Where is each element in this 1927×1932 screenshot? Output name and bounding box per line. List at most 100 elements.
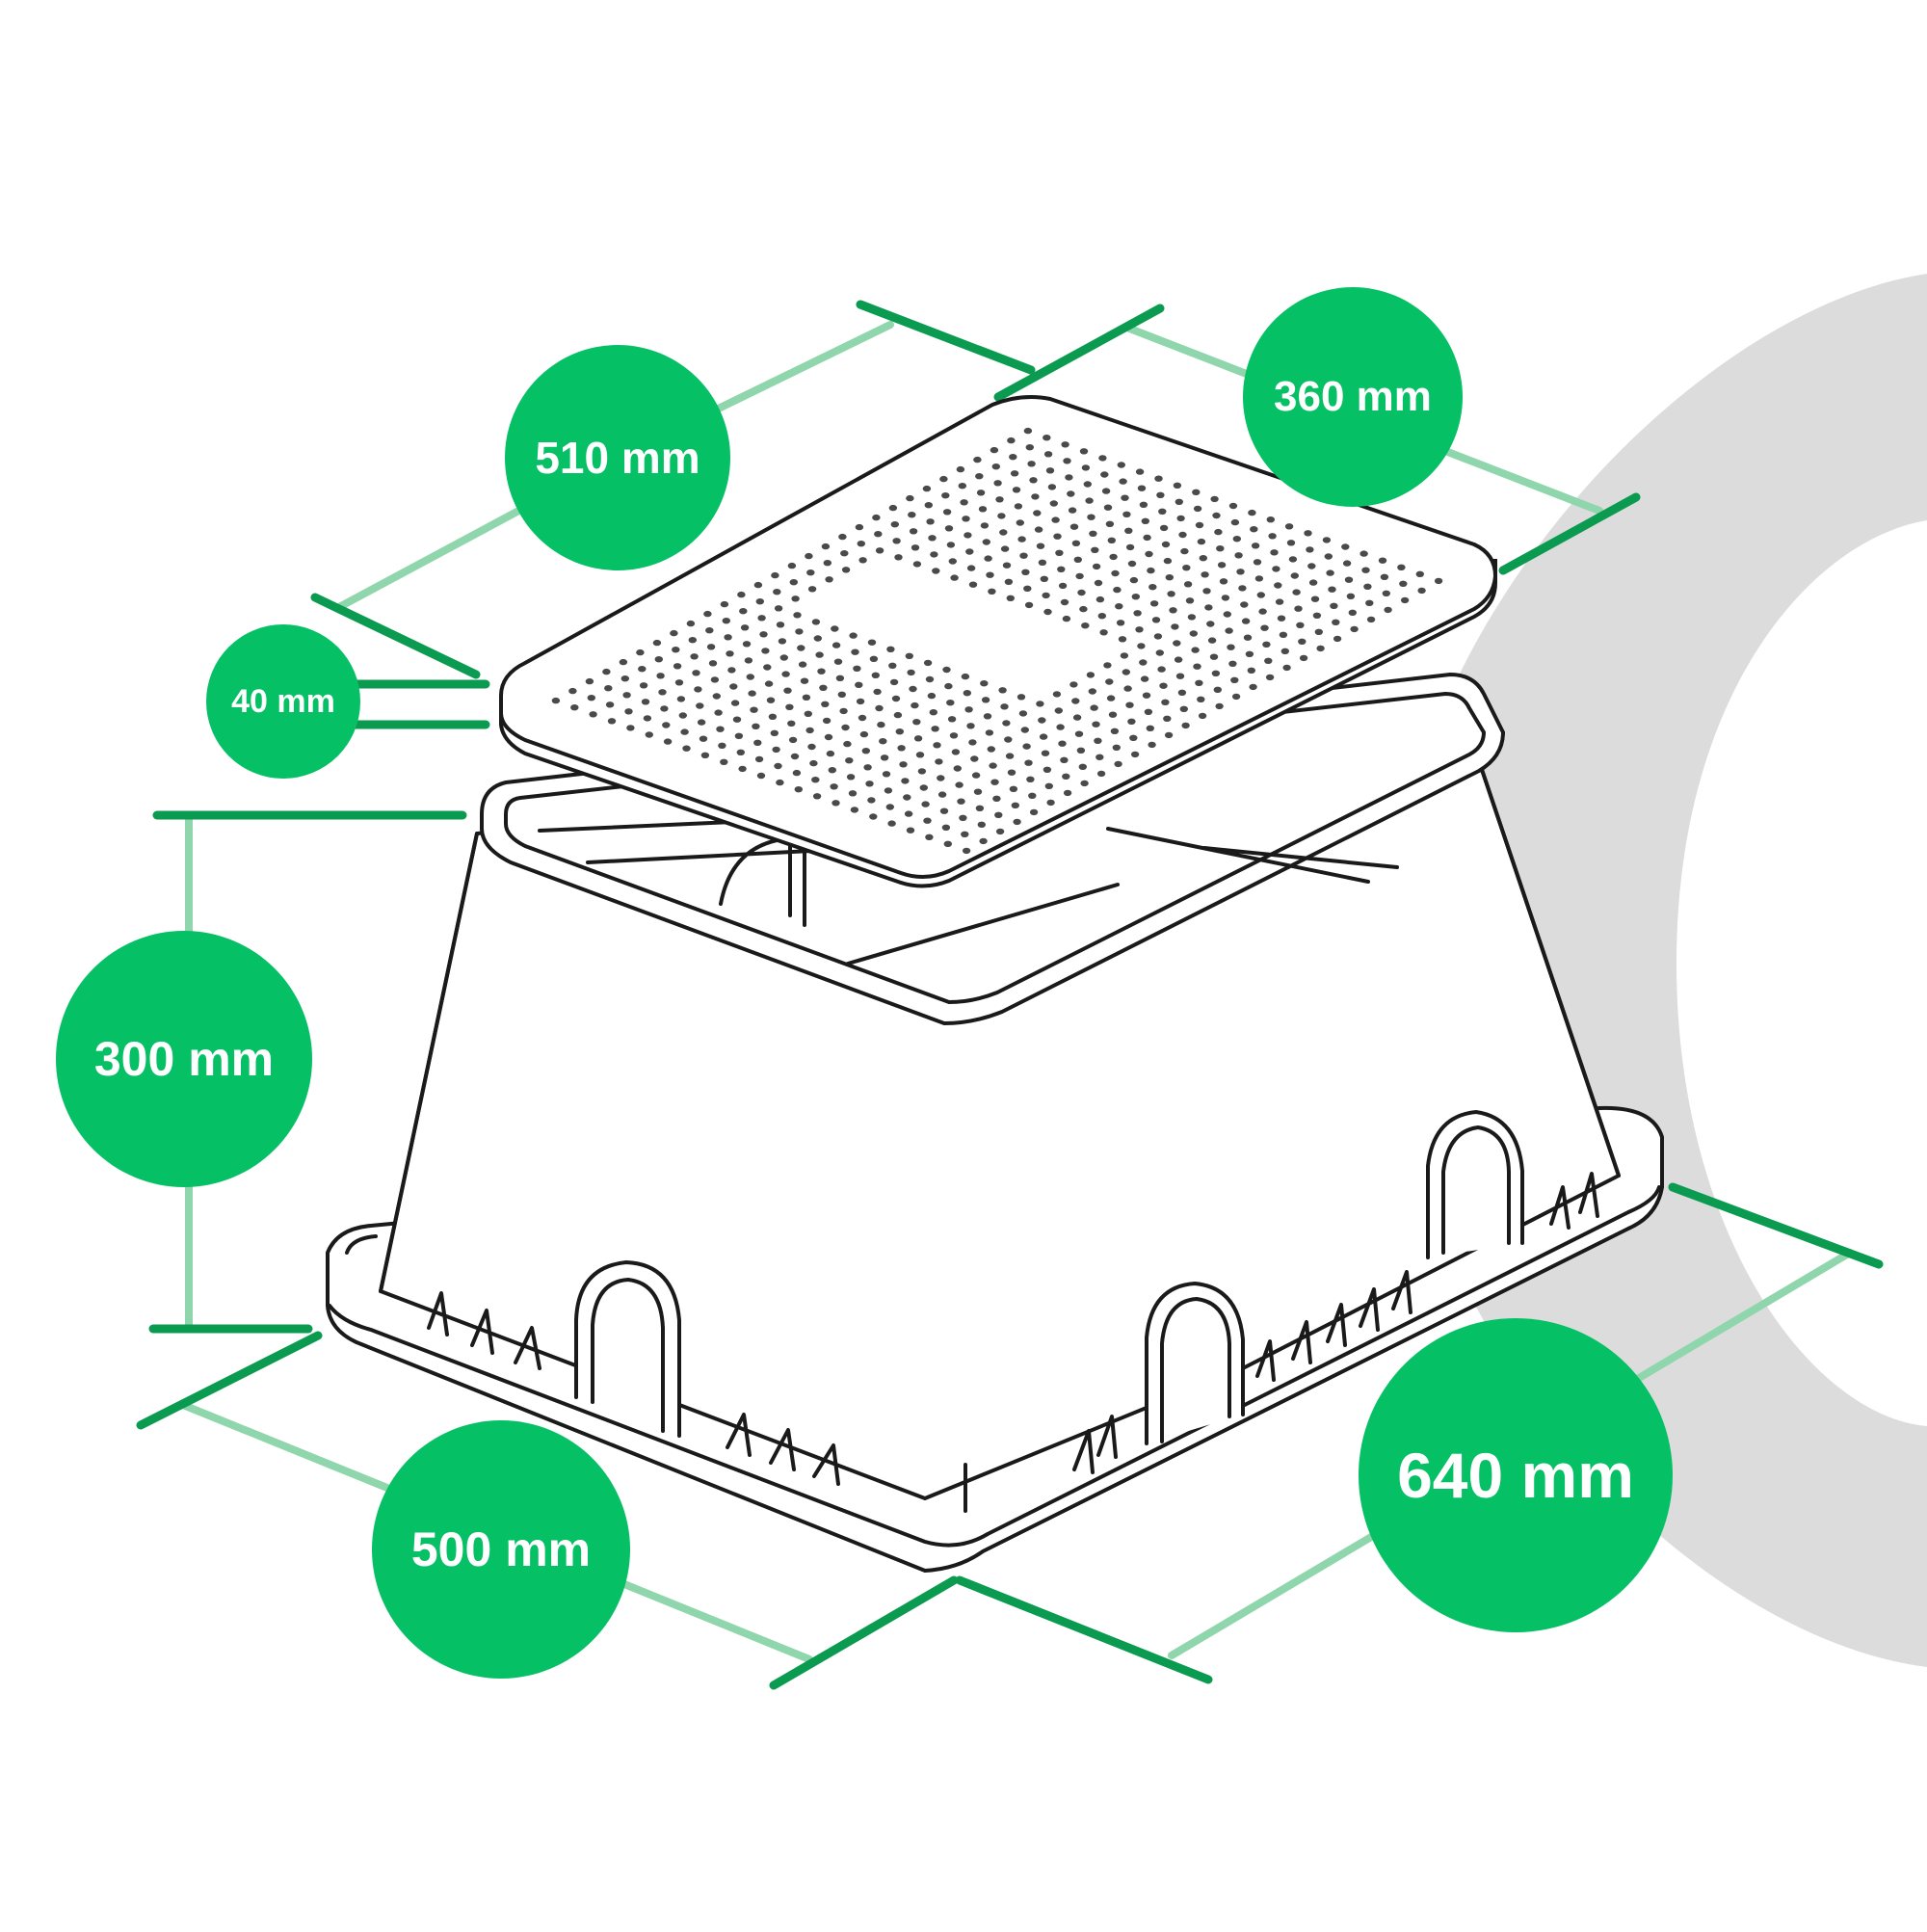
perforation-dot (832, 800, 840, 807)
perforation-dot (863, 764, 872, 771)
perforation-dot (1125, 543, 1135, 551)
perforation-dot (1042, 592, 1050, 599)
perforation-dot (977, 821, 986, 828)
perforation-dot (1195, 679, 1203, 686)
perforation-dot (710, 676, 720, 683)
perforation-dot (686, 620, 696, 627)
perforation-dot (727, 667, 736, 674)
perforation-dot (1378, 557, 1387, 564)
perforation-dot (1060, 756, 1069, 763)
perforation-dot (770, 729, 779, 736)
perforation-dot (660, 705, 669, 712)
perforation-dot (1330, 602, 1338, 609)
perforation-dot (776, 622, 785, 628)
perforation-dot (1110, 728, 1120, 734)
perforation-dot (1026, 776, 1035, 782)
perforation-dot (1031, 493, 1040, 500)
perforation-dot (855, 523, 864, 531)
perforation-dot (1075, 572, 1084, 580)
perforation-dot (1182, 565, 1191, 571)
perforation-dot (822, 717, 832, 725)
perforation-dot (804, 710, 812, 717)
perforation-dot (1099, 629, 1108, 636)
perforation-dot (980, 522, 990, 529)
perforation-dot (849, 632, 858, 639)
perforation-dot (835, 675, 845, 681)
perforation-dot (980, 680, 989, 687)
badge-lid-thickness: 40 mm (206, 624, 360, 779)
perforation-dot (790, 753, 800, 760)
perforation-dot (1249, 683, 1257, 691)
perforation-dot (913, 735, 923, 742)
perforation-dot (812, 793, 822, 800)
perforation-dot (946, 542, 956, 548)
perforation-dot (1363, 583, 1372, 590)
perforation-dot (1156, 491, 1165, 498)
perforation-dot (763, 664, 772, 671)
perforation-dot (643, 715, 652, 722)
perforation-dot (1231, 693, 1241, 701)
perforation-dot (982, 539, 990, 545)
perforation-dot (692, 670, 700, 676)
perforation-dot (1161, 699, 1170, 705)
perforation-dot (1076, 747, 1086, 754)
perforation-dot (1158, 508, 1167, 515)
perforation-dot (1063, 789, 1072, 797)
perforation-dot (1219, 578, 1228, 585)
perforation-dot (1143, 534, 1151, 542)
perforation-dot (604, 685, 613, 692)
perforation-dot (1078, 763, 1088, 770)
perforation-dot (1004, 736, 1013, 743)
perforation-dot (1183, 581, 1193, 588)
perforation-dot (754, 755, 764, 763)
perforation-dot (1141, 517, 1150, 524)
perforation-dot (740, 624, 750, 631)
perforation-dot (722, 618, 730, 624)
perforation-dot (959, 814, 967, 821)
perforation-dot (1288, 556, 1298, 563)
perforation-dot (744, 657, 753, 664)
perforation-dot (957, 798, 965, 805)
perforation-dot (1139, 501, 1148, 508)
perforation-dot (1023, 427, 1033, 435)
perforation-dot (1058, 582, 1068, 590)
perforation-dot (1019, 552, 1028, 559)
perforation-dot (1326, 569, 1334, 576)
perforation-dot (1251, 543, 1260, 549)
perforation-dot (986, 571, 994, 578)
perforation-dot (674, 679, 684, 686)
perforation-dot (1397, 564, 1406, 570)
perforation-dot (1081, 622, 1090, 629)
perforation-dot (759, 631, 768, 638)
perforation-dot (975, 473, 984, 480)
perforation-dot (757, 615, 766, 622)
perforation-dot (1324, 553, 1333, 560)
perforation-dot (734, 732, 744, 739)
perforation-dot (893, 711, 903, 719)
perforation-dot (1010, 470, 1019, 477)
perforation-dot (607, 718, 617, 725)
perforation-dot (877, 721, 885, 728)
perforation-dot (1011, 802, 1020, 808)
perforation-dot (1100, 471, 1109, 478)
perforation-dot (932, 568, 940, 574)
perforation-dot (752, 723, 760, 729)
perforation-dot (1065, 474, 1073, 481)
perforation-dot (813, 635, 822, 642)
perforation-dot (811, 777, 820, 783)
perforation-dot (962, 516, 970, 522)
perforation-dot (999, 529, 1008, 536)
perforation-dot (774, 605, 783, 612)
perforation-dot (1180, 547, 1189, 555)
perforation-dot (1101, 488, 1111, 494)
perforation-dot (756, 772, 766, 780)
perforation-dot (1071, 698, 1080, 704)
perforation-dot (1275, 598, 1284, 605)
perforation-dot (981, 697, 990, 703)
perforation-dot (716, 726, 725, 732)
perforation-dot (718, 742, 726, 749)
perforation-dot (1240, 601, 1249, 608)
badge-base-length: 640 mm (1359, 1318, 1673, 1632)
lid-perforations (551, 427, 1443, 855)
perforation-dot (1124, 527, 1133, 534)
